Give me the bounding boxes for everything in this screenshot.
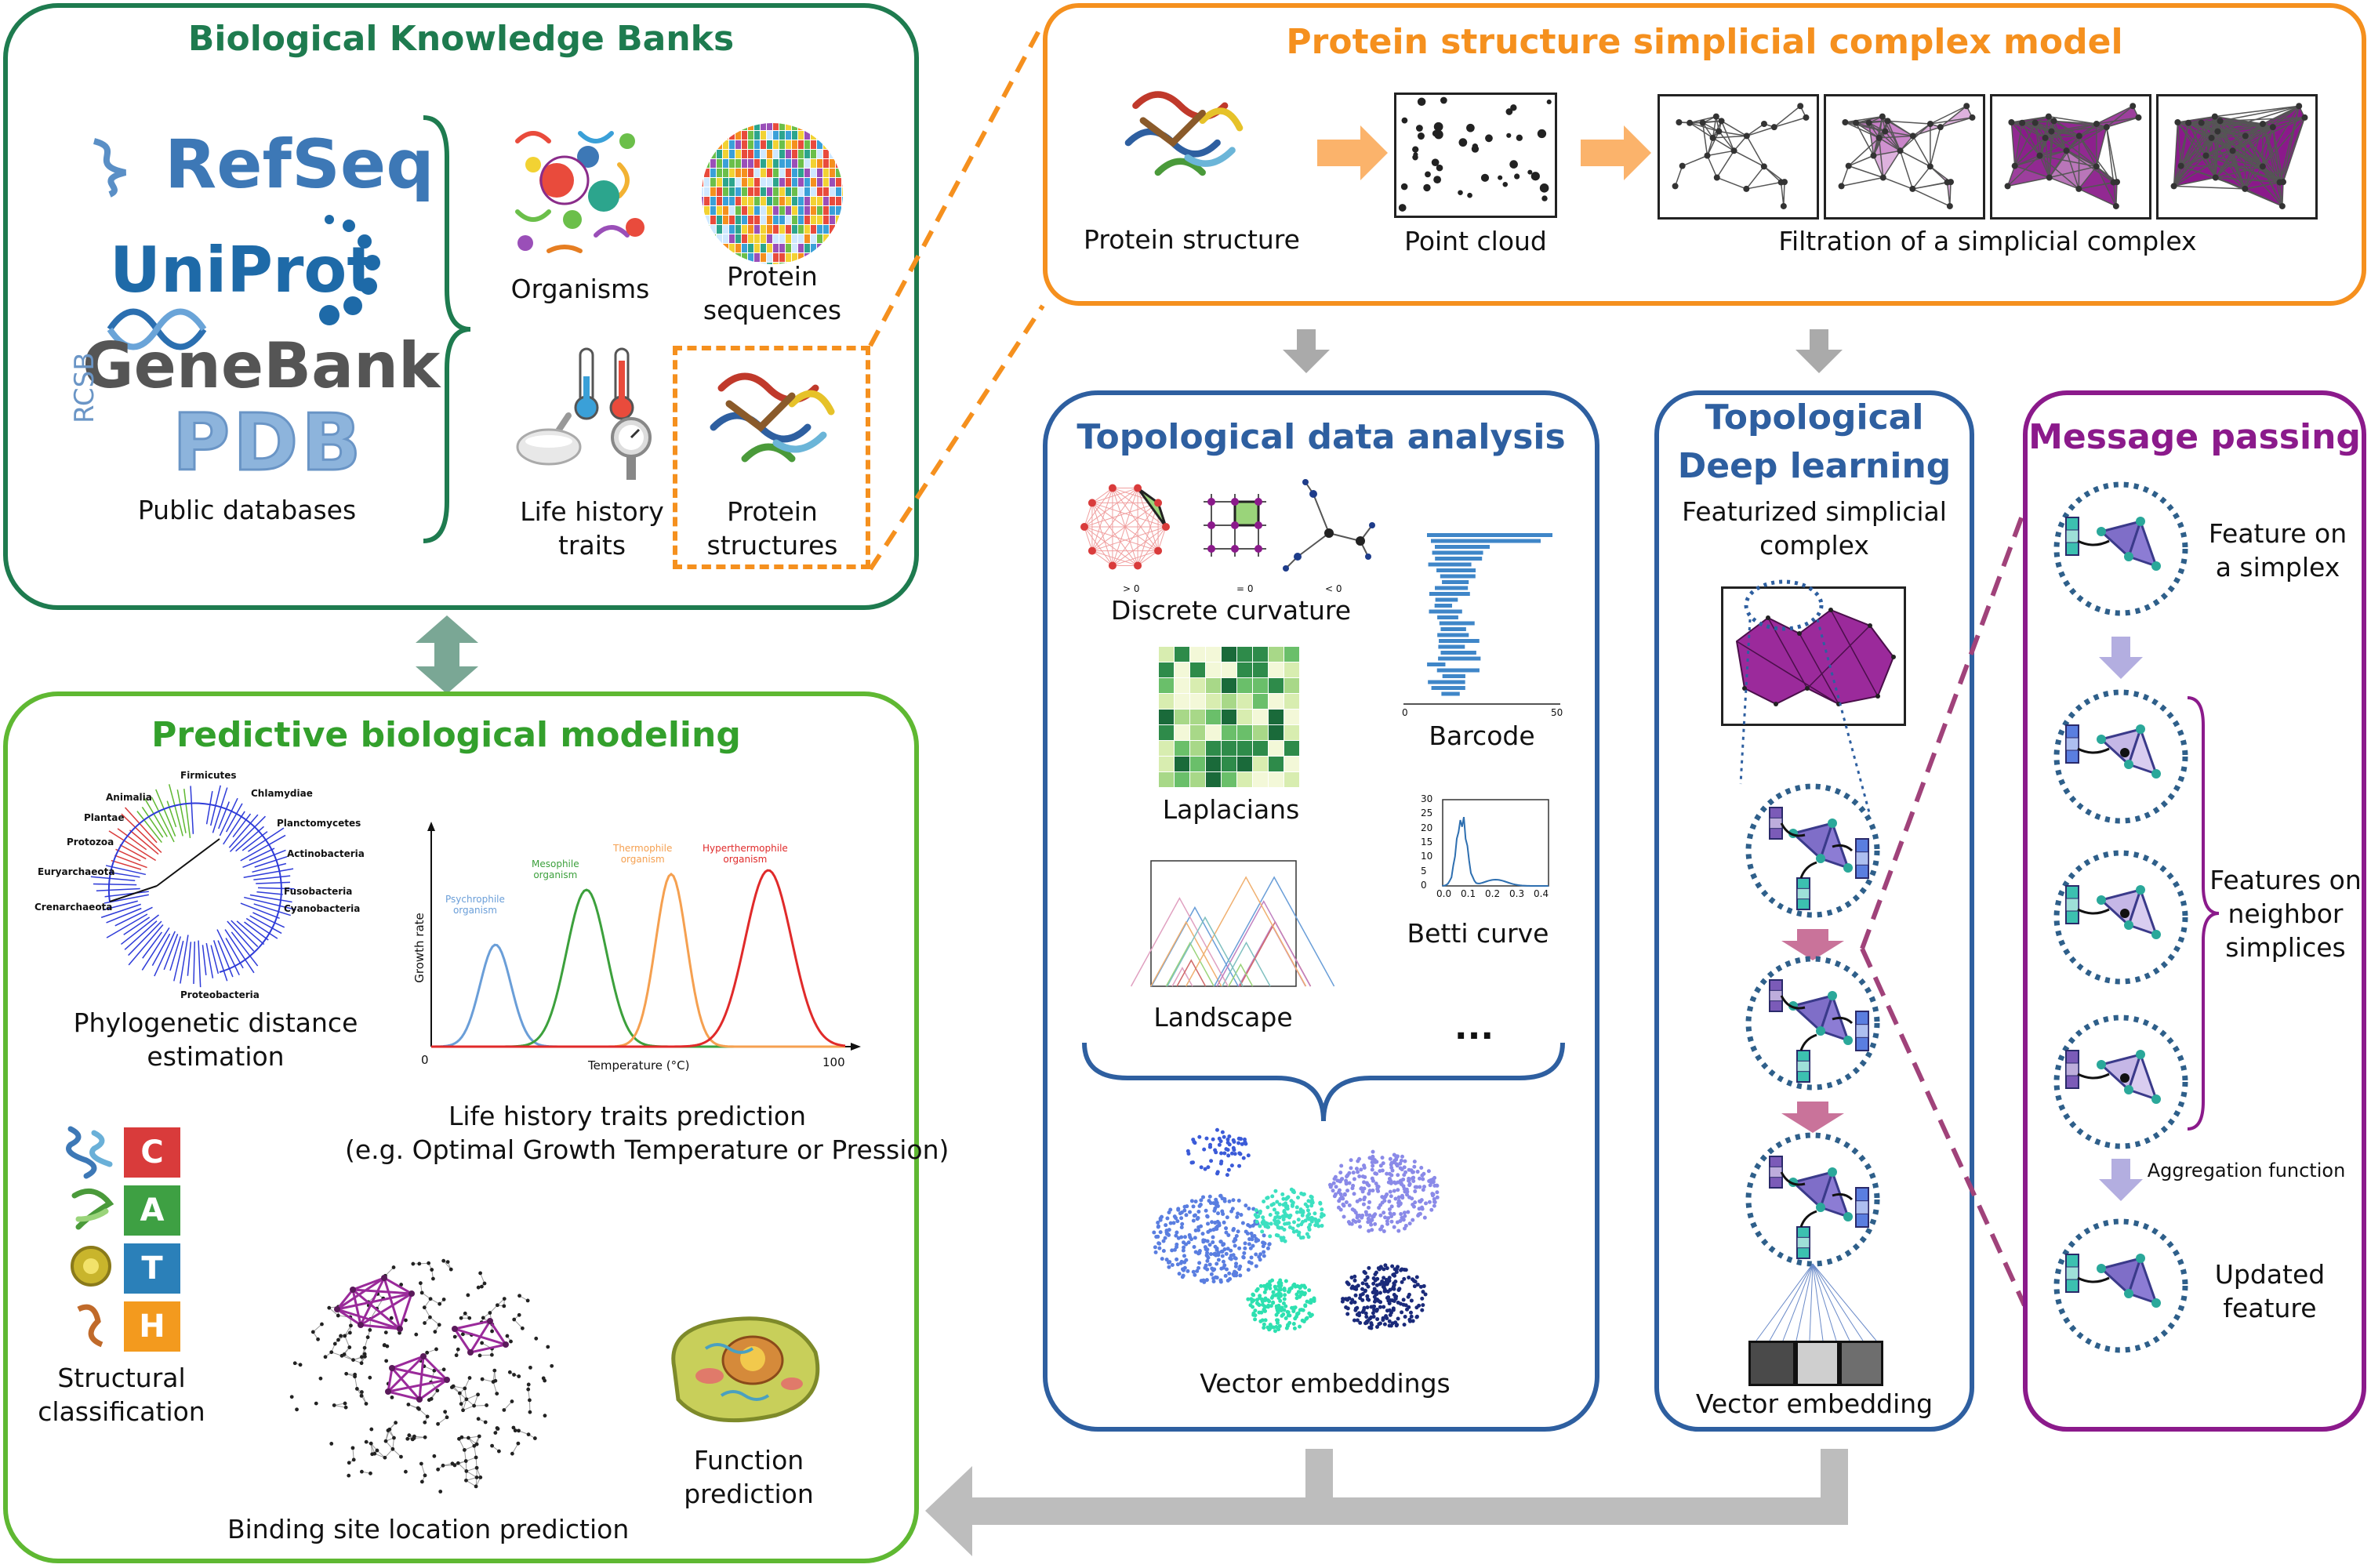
return-arrow (0, 0, 2371, 1568)
